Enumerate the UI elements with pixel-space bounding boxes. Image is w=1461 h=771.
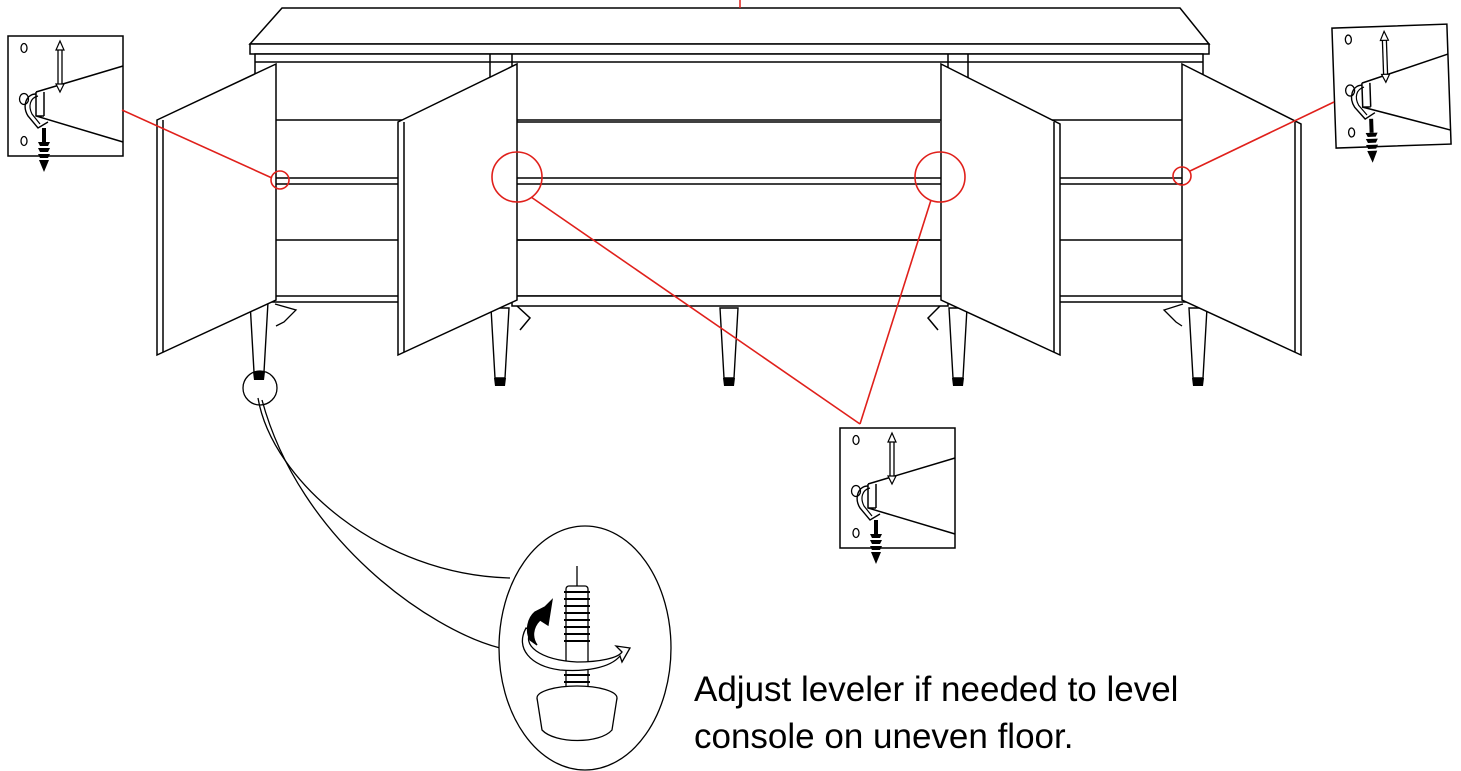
- bracket-detail-icon: [7, 35, 124, 173]
- cabinet-doors: [156, 62, 1302, 357]
- cabinet-body: [254, 53, 1204, 331]
- bracket-detail-icon: [1331, 23, 1453, 165]
- instruction-caption: Adjust leveler if needed to level consol…: [694, 666, 1294, 760]
- callout-lines: [121, 101, 1335, 425]
- cabinet-top: [248, 0, 1211, 55]
- door-right-inner: [940, 62, 1061, 357]
- caption-line-2: console on uneven floor.: [694, 717, 1074, 756]
- door-right-outer: [1181, 62, 1302, 357]
- door-left-outer: [156, 62, 277, 357]
- bracket-detail-icon: [839, 427, 956, 565]
- caption-line-1: Adjust leveler if needed to level: [694, 670, 1179, 709]
- cabinet-legs: [249, 301, 1208, 387]
- rotate-arrow-icon: [521, 598, 632, 672]
- door-left-inner: [397, 62, 518, 357]
